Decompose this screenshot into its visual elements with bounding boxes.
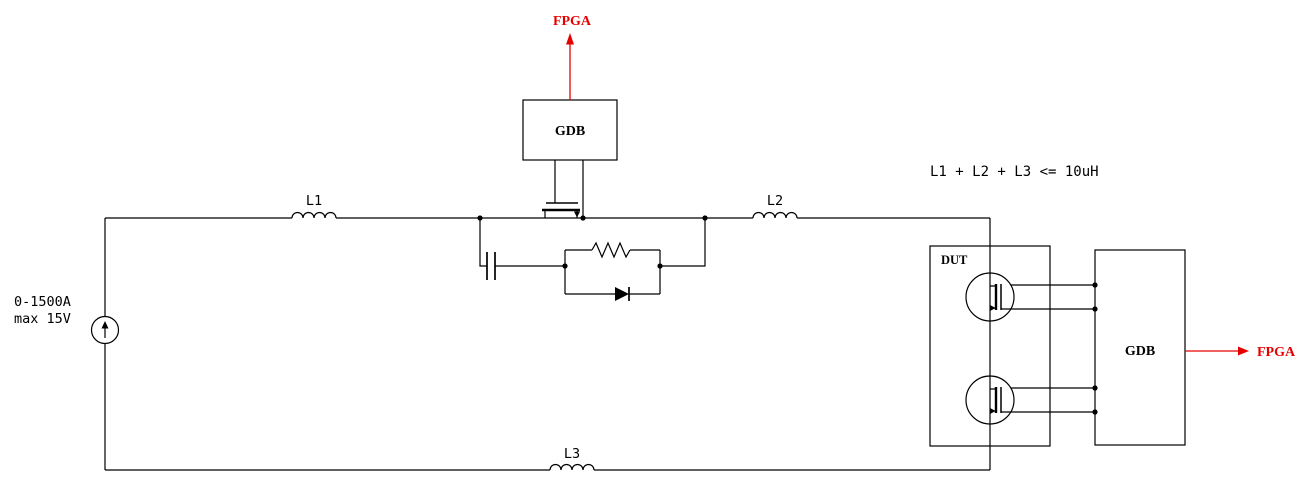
inductance-note: L1 + L2 + L3 <= 10uH [930, 164, 1099, 180]
junction-dot [477, 215, 483, 221]
diode-triangle [615, 287, 629, 301]
fpga-top-arrowhead [566, 33, 574, 45]
junction-dot [1092, 409, 1098, 415]
fpga-right-label: FPGA [1257, 345, 1296, 360]
junction-dot [702, 215, 708, 221]
l2-label: L2 [767, 193, 783, 209]
mosfet-bottom-leads [990, 387, 1095, 413]
gdb-right-label: GDB [1125, 344, 1155, 359]
junction-dot [1092, 282, 1098, 288]
main-rails [104, 217, 991, 471]
capacitor [486, 252, 496, 280]
source-label-line2: max 15V [14, 311, 71, 327]
junction-dot [1092, 385, 1098, 391]
mosfet-top-envelope [965, 272, 1015, 322]
l1-label: L1 [306, 193, 322, 209]
mosfet-bottom-envelope [965, 375, 1015, 425]
dut-mosfet-bottom [965, 375, 1095, 425]
snubber-network [479, 218, 706, 301]
top-switch-igbt [542, 160, 584, 218]
mosfet-bottom-source-arrow [990, 408, 996, 414]
gdb-top-label: GDB [555, 124, 585, 139]
junction-dot [657, 263, 663, 269]
gdb-right-box [1094, 249, 1186, 446]
junction-dot [1092, 306, 1098, 312]
junction-dots [477, 215, 1098, 415]
fpga-right-arrowhead [1238, 346, 1249, 356]
l3-label: L3 [564, 446, 580, 462]
mosfet-top-source-arrow [990, 305, 996, 311]
snubber-wires [479, 218, 706, 295]
inductor-l3 [549, 463, 595, 471]
inductor-l1 [291, 211, 337, 219]
source-label-line1: 0-1500A [14, 294, 71, 310]
resistor [591, 241, 631, 259]
junction-dot [562, 263, 568, 269]
fpga-top-label: FPGA [553, 14, 592, 29]
mosfet-top-leads [990, 284, 1095, 310]
igbt-emitter-arrow [574, 211, 580, 218]
dut-mosfet-top [965, 272, 1095, 322]
dut-label: DUT [941, 253, 968, 267]
current-source [90, 315, 120, 345]
current-source-circle [90, 315, 120, 345]
current-source-arrowhead [101, 321, 109, 329]
inductor-l2 [752, 211, 798, 219]
dut-box [929, 245, 1051, 447]
diode [615, 287, 630, 301]
junction-dot [580, 215, 586, 221]
